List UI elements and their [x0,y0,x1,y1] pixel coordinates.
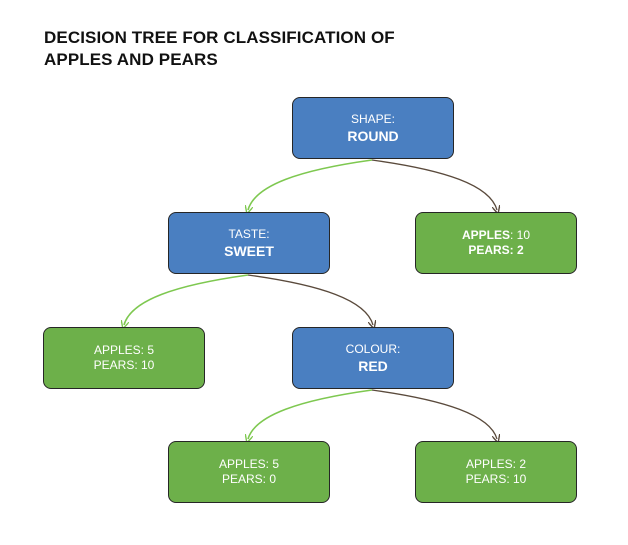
leaf-sweet-yes-apples: APPLES: 5 [93,343,155,357]
edge-shape-leaf [371,159,497,210]
edge-shape-taste [248,159,373,210]
title-line-2: APPLES AND PEARS [44,50,218,69]
node-shape: SHAPE: ROUND [292,97,454,159]
leaf-red-no-apples: APPLES: 2 [465,457,527,471]
leaf-round-no-apples-value: : 10 [510,228,531,242]
node-shape-question: SHAPE: [350,112,395,126]
node-taste-value: SWEET [224,243,274,259]
title-line-1: DECISION TREE FOR CLASSIFICATION OF [44,28,395,47]
leaf-round-no: APPLES: 10 PEARS: 2 [415,212,577,274]
node-taste-question: TASTE: [228,227,270,241]
edge-colour-leaf-no [371,389,497,439]
leaf-round-no-pears-label: PEARS [468,243,510,257]
leaf-round-no-apples-label: APPLES [461,228,510,242]
leaf-round-no-pears-value: : 2 [509,243,524,257]
leaf-red-yes: APPLES: 5 PEARS: 0 [168,441,330,503]
leaf-sweet-yes: APPLES: 5 PEARS: 10 [43,327,205,389]
leaf-red-no-pears: PEARS: 10 [465,472,527,486]
diagram-title: DECISION TREE FOR CLASSIFICATION OF APPL… [44,27,464,71]
node-colour: COLOUR: RED [292,327,454,389]
leaf-red-no: APPLES: 2 PEARS: 10 [415,441,577,503]
leaf-sweet-yes-pears: PEARS: 10 [93,358,155,372]
node-colour-question: COLOUR: [345,342,401,356]
leaf-red-yes-apples: APPLES: 5 [218,457,280,471]
node-shape-value: ROUND [347,128,399,144]
edge-taste-leaf [124,274,249,325]
leaf-round-no-pears: PEARS: 2 [468,243,523,258]
leaf-round-no-apples: APPLES: 10 [462,228,530,243]
edge-taste-colour [247,274,373,325]
node-taste: TASTE: SWEET [168,212,330,274]
node-colour-value: RED [358,358,388,374]
edge-colour-leaf-yes [248,389,373,439]
leaf-red-yes-pears: PEARS: 0 [221,472,277,486]
